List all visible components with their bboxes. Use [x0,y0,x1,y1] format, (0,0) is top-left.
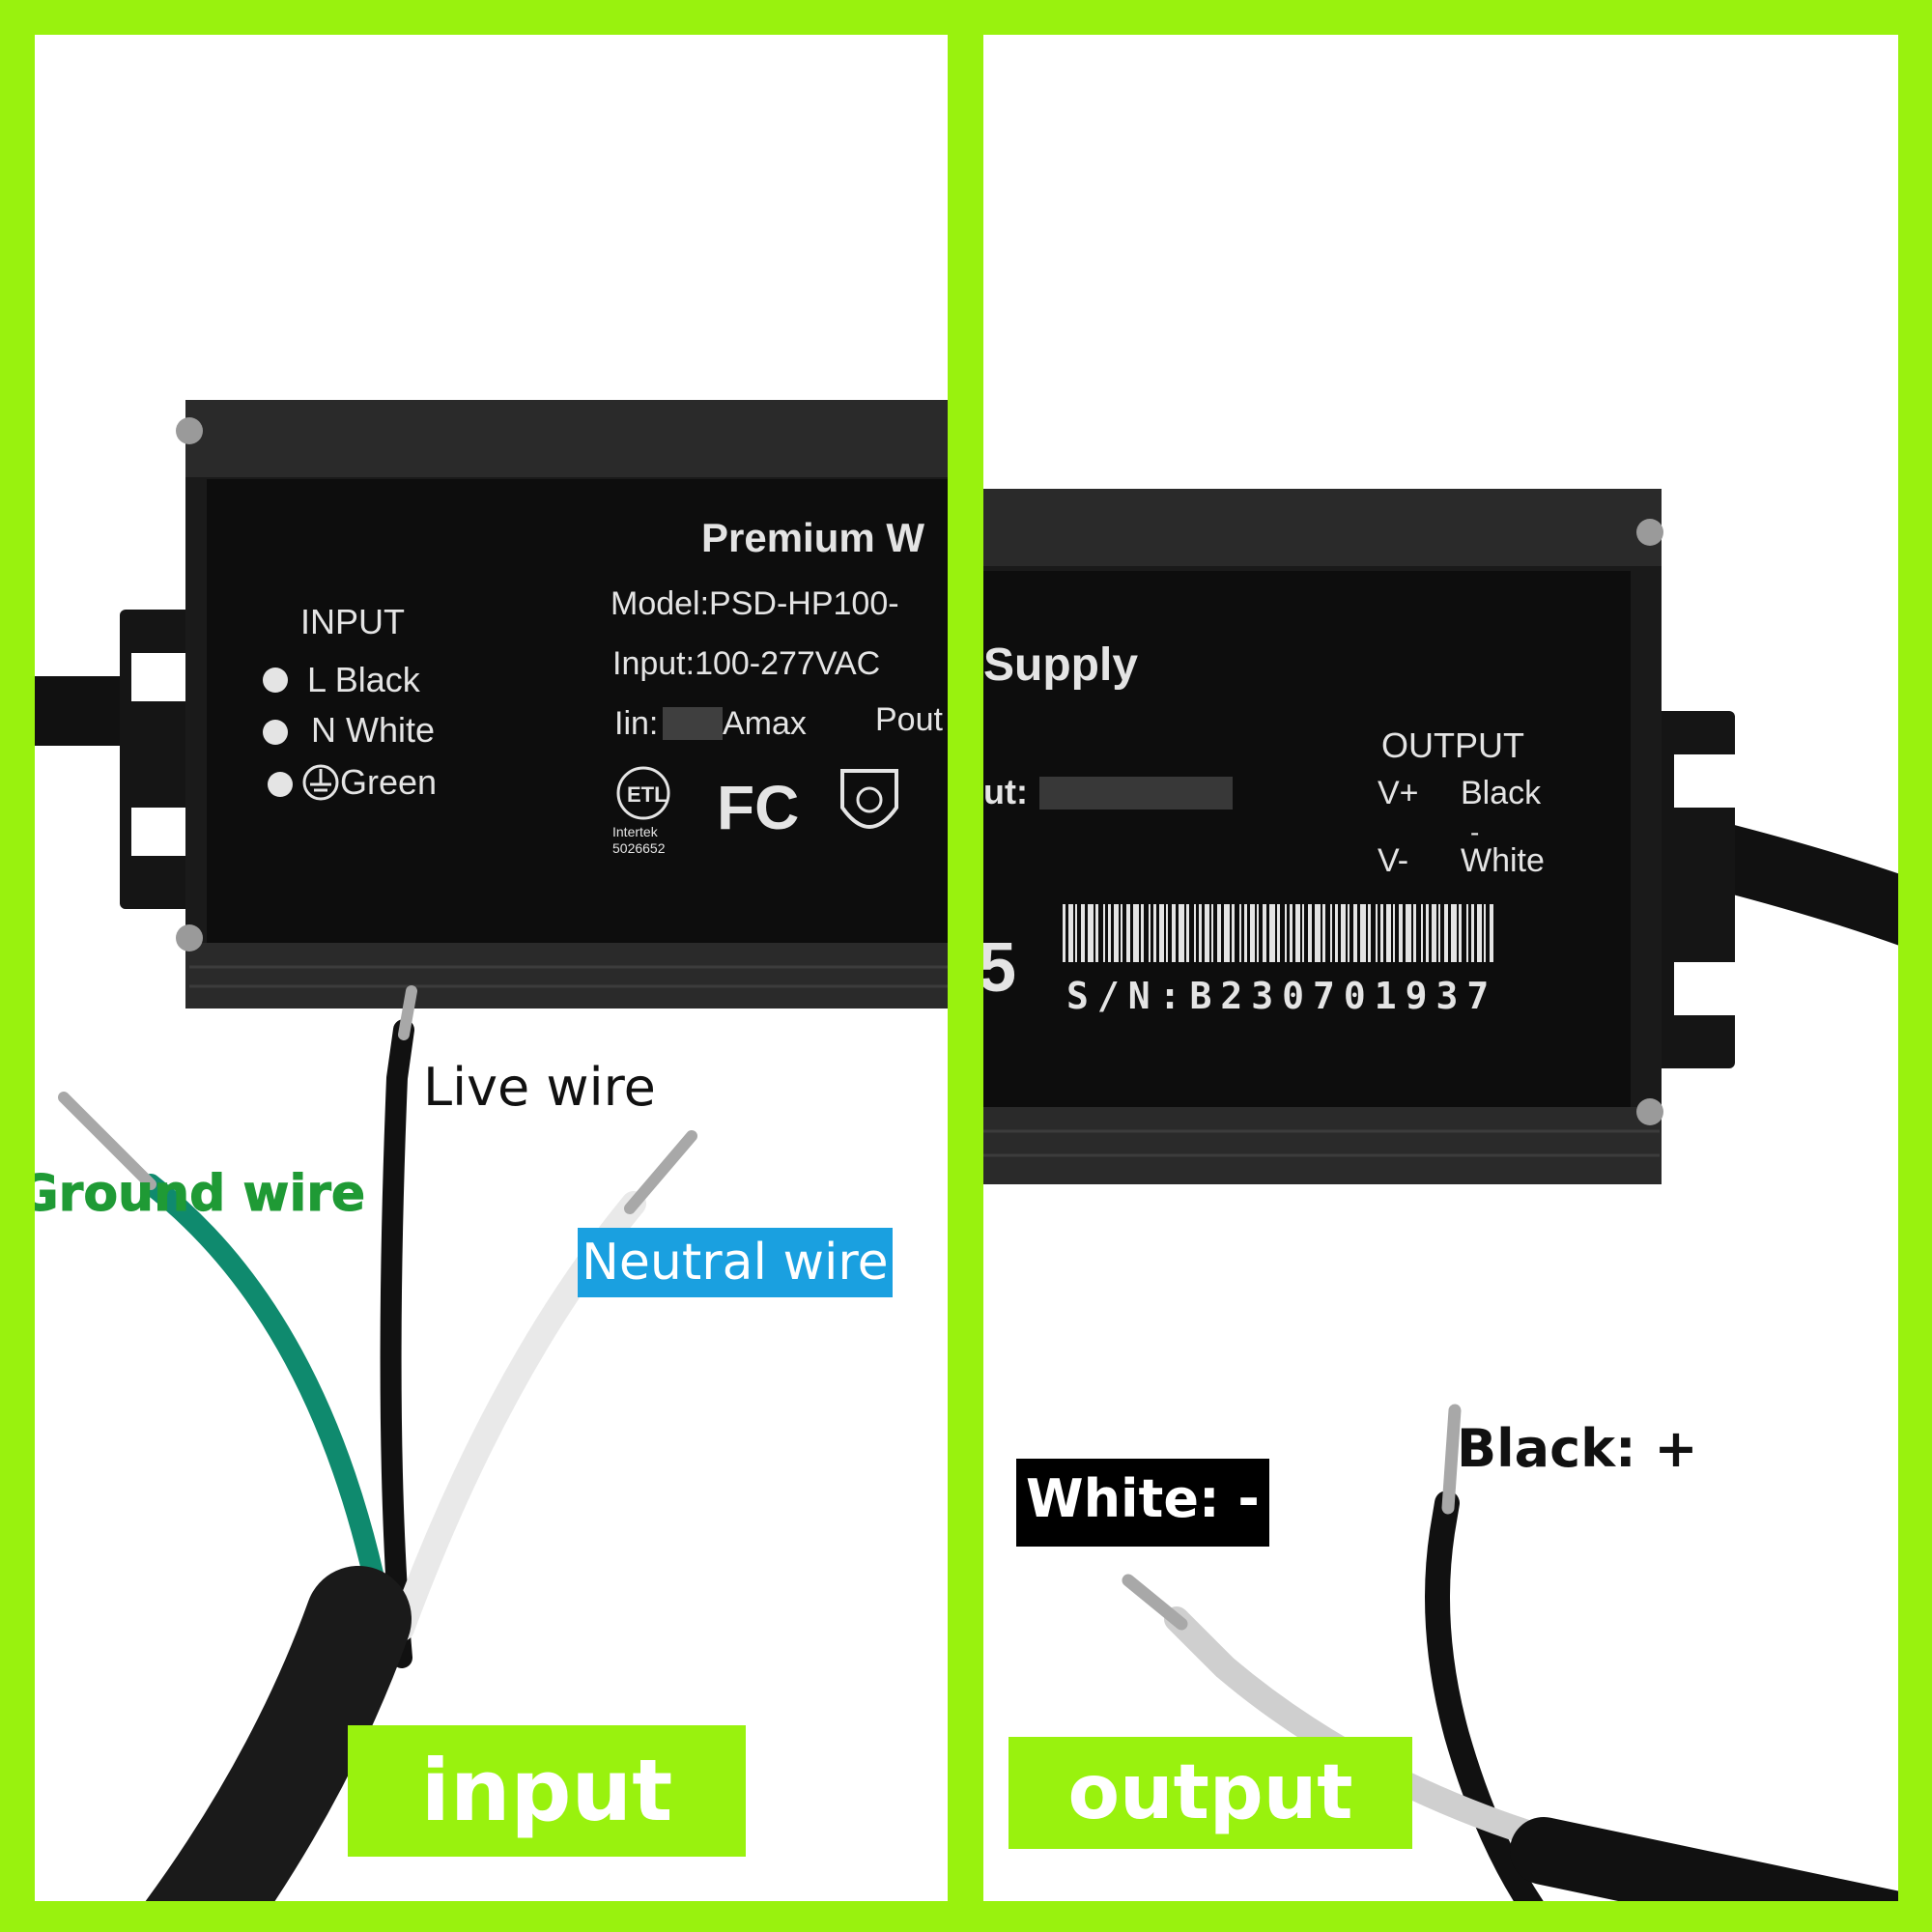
label-v-plus: V+ [1378,775,1419,811]
label-model: Model:PSD-HP100- [611,585,899,622]
label-input-voltage: Input:100-277VAC [612,645,880,682]
input-panel: Premium W Model:PSD-HP100- Input:100-277… [35,35,948,1901]
label-output-prefix: ut: [983,772,1028,811]
label-wire-g: Green [340,762,437,802]
svg-text:Intertek: Intertek [612,824,659,839]
label-power: Pout [875,701,943,738]
screw [176,924,203,952]
label-wire-l: L Black [307,660,421,699]
label-edge-digit: 5 [983,929,1016,1007]
label-v-minus-color: White [1461,842,1545,879]
label-input-heading: INPUT [300,602,405,641]
black-wire-label: Black: + [1457,1418,1698,1479]
etl-certification-icon: ETL Intertek 5026652 [612,766,670,856]
ground-symbol-icon [302,764,339,801]
live-wire-label: Live wire [423,1057,656,1118]
neutral-wire-label: Neutral wire [578,1228,893,1297]
label-wire-n: N White [311,710,435,750]
fcc-logo-icon: FC [717,773,799,842]
screw [1636,1098,1663,1125]
svg-text:ETL: ETL [627,782,668,807]
barcode [1063,904,1493,962]
ground-wire-label: Ground wire [35,1165,366,1224]
black-wire-positive [1425,1491,1544,1901]
ground-wire-green [140,1174,393,1630]
label-current-prefix: Iin: [614,705,658,742]
white-wire-label: White: - [1016,1459,1269,1547]
certification-shield-icon [840,769,898,829]
output-cable-jacket [1510,1817,1898,1901]
output-panel: Supply ut: OUTPUT V+ Black - V- White 5 … [983,35,1898,1901]
label-current-suffix: Amax [723,705,807,742]
label-title: Supply [983,639,1138,691]
output-tag: output [1009,1737,1412,1849]
blurred-value [1039,777,1233,810]
label-v-minus: V- [1378,842,1408,879]
input-cable-jacket [145,1566,412,1901]
serial-number: S/N:B230701937 [1066,975,1497,1017]
input-tag: input [348,1725,746,1857]
screw [176,417,203,444]
blurred-value [663,707,723,740]
svg-text:5026652: 5026652 [612,840,666,856]
label-separator: - [1470,817,1479,847]
label-v-plus-color: Black [1461,775,1542,811]
input-photo: Premium W Model:PSD-HP100- Input:100-277… [35,400,948,1901]
live-wire-black [380,1019,414,1668]
output-photo: Supply ut: OUTPUT V+ Black - V- White 5 … [983,489,1898,1901]
screw [1636,519,1663,546]
label-title: Premium W [701,515,924,560]
label-output-heading: OUTPUT [1381,725,1524,765]
